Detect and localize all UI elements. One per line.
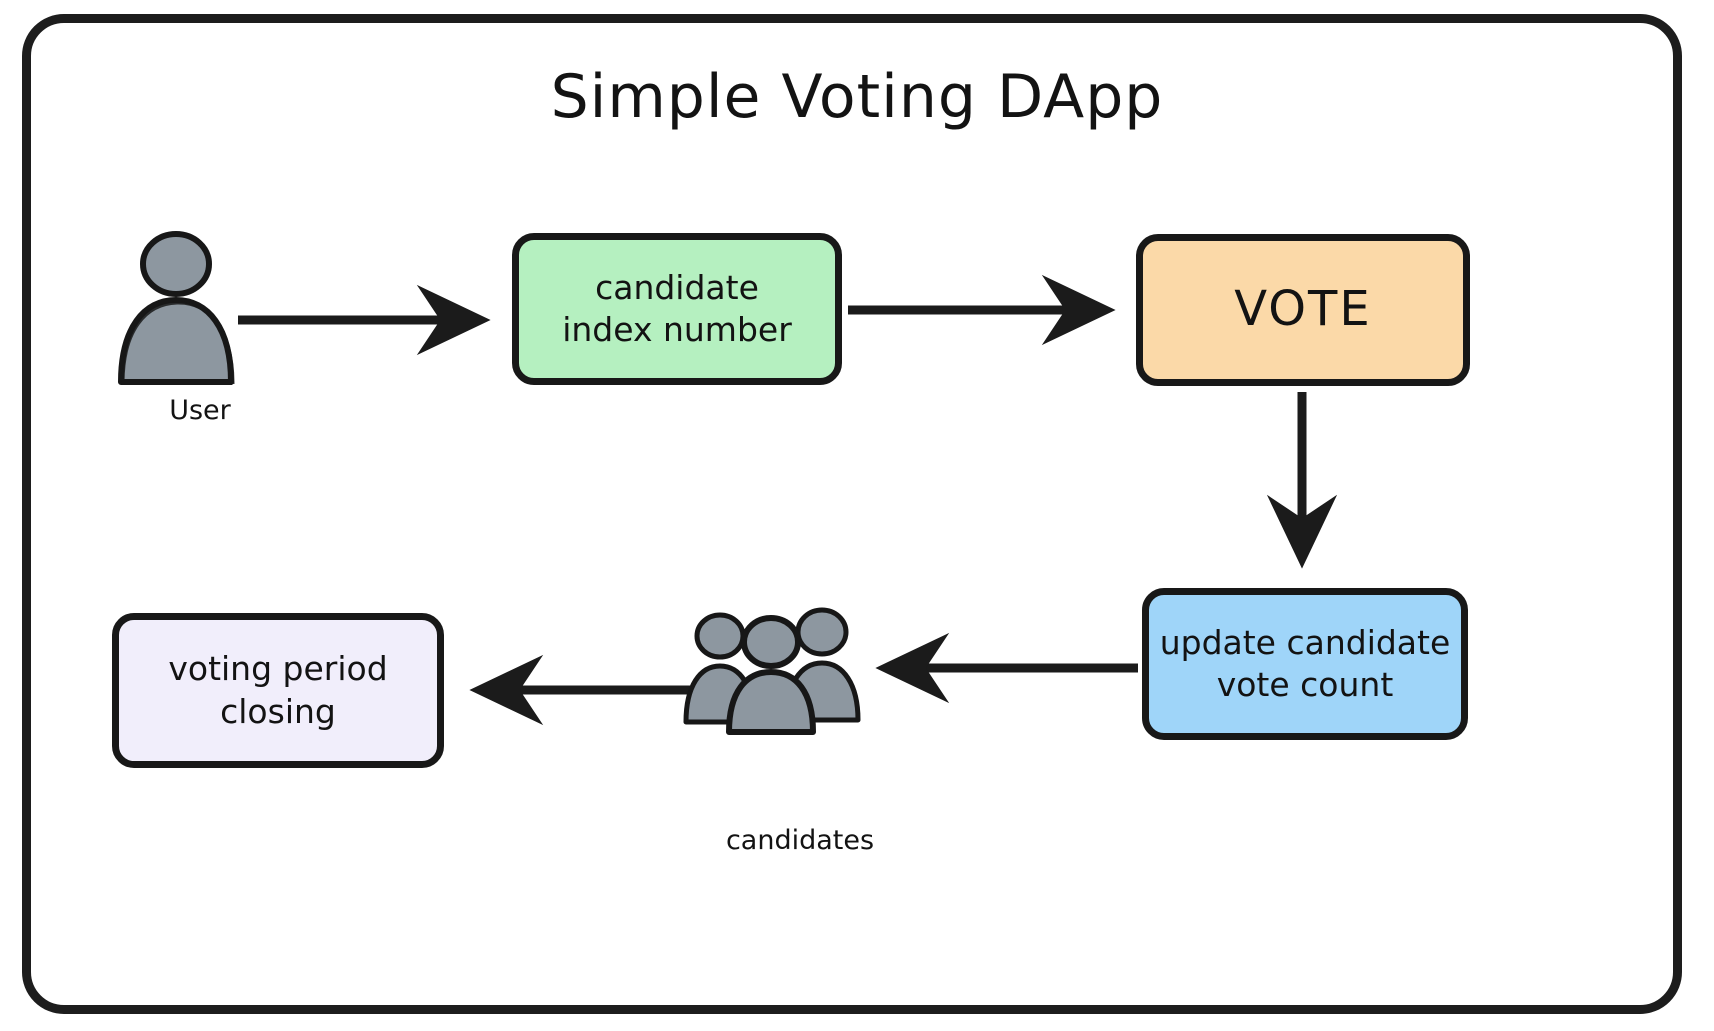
node-voting-period-closing[interactable]: voting period closing: [112, 613, 444, 768]
node-vote[interactable]: VOTE: [1136, 234, 1470, 386]
node-vote-label: VOTE: [1234, 281, 1372, 338]
node-voting-closing-line2: closing: [220, 691, 336, 731]
node-update-count-line1: update candidate: [1159, 622, 1451, 662]
candidates-icon-caption: candidates: [725, 825, 875, 856]
node-voting-closing-line1: voting period: [168, 649, 388, 689]
node-candidate-index-number[interactable]: candidate index number: [512, 233, 842, 385]
node-candidate-index-line1: candidate: [595, 267, 759, 307]
node-candidate-index-line2: index number: [562, 310, 792, 349]
people-group-icon: [676, 604, 896, 735]
page-title: Simple Voting DApp: [550, 62, 1164, 132]
user-person-icon: [108, 224, 298, 394]
node-update-count-line2: vote count: [1216, 665, 1394, 704]
node-update-candidate-vote-count[interactable]: update candidate vote count: [1142, 588, 1468, 740]
user-icon-caption: User: [169, 395, 231, 426]
diagram-outer-frame: [22, 14, 1682, 1014]
